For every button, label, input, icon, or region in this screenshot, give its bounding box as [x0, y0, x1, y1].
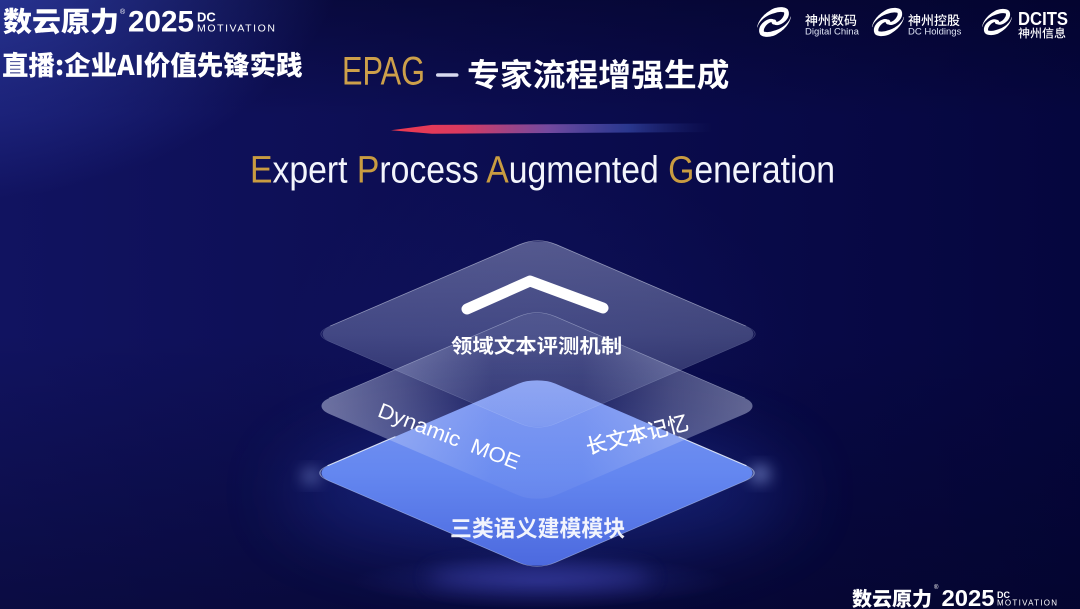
svg-text:DC Holdings: DC Holdings [908, 27, 962, 38]
svg-text:DC: DC [997, 590, 1010, 600]
svg-text:Expert Process Augmented Gener: Expert Process Augmented Generation [250, 149, 835, 191]
svg-text:2025: 2025 [128, 6, 194, 39]
svg-text:Digital China: Digital China [805, 27, 860, 38]
svg-text:®: ® [934, 584, 939, 591]
svg-text:MOTIVATION: MOTIVATION [197, 23, 275, 35]
svg-text:DCITS: DCITS [1018, 9, 1068, 29]
svg-text:®: ® [120, 8, 126, 16]
svg-text:MOTIVATION: MOTIVATION [997, 599, 1057, 608]
svg-text:2025: 2025 [942, 585, 995, 609]
svg-text:DC: DC [197, 10, 216, 25]
svg-text:EPAG: EPAG [342, 50, 425, 94]
